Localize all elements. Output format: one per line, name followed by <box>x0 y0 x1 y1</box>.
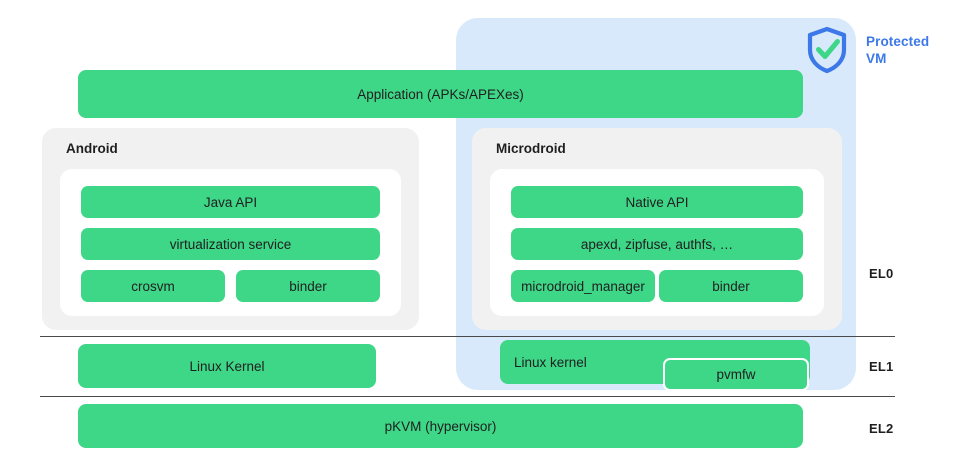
divider-el1-el2 <box>40 396 895 397</box>
application-block: Application (APKs/APEXes) <box>78 70 803 118</box>
android-block-java-api: Java API <box>81 186 380 218</box>
android-title: Android <box>66 141 118 156</box>
pvmfw-block: pvmfw <box>663 358 809 391</box>
android-block-virtualization-service: virtualization service <box>81 228 380 260</box>
microdroid-panel: Microdroid Native API apexd, zipfuse, au… <box>472 128 842 330</box>
microdroid-block-binder: binder <box>659 270 803 302</box>
android-block-binder: binder <box>236 270 380 302</box>
pkvm-hypervisor-block: pKVM (hypervisor) <box>78 404 803 448</box>
divider-el0-el1 <box>40 336 895 337</box>
microdroid-title: Microdroid <box>496 141 566 156</box>
microdroid-block-native-api: Native API <box>511 186 803 218</box>
android-inner-panel: Java API virtualization service crosvm b… <box>60 169 401 316</box>
microdroid-inner-panel: Native API apexd, zipfuse, authfs, … mic… <box>490 169 824 316</box>
microdroid-block-apexd: apexd, zipfuse, authfs, … <box>511 228 803 260</box>
android-panel: Android Java API virtualization service … <box>42 128 419 330</box>
android-block-crosvm: crosvm <box>81 270 225 302</box>
protected-vm-label: Protected VM <box>866 34 930 66</box>
exception-level-el1-label: EL1 <box>869 359 894 374</box>
linux-kernel-android-block: Linux Kernel <box>78 344 376 388</box>
exception-level-el0-label: EL0 <box>869 266 894 281</box>
microdroid-block-microdroid-manager: microdroid_manager <box>511 270 655 302</box>
shield-check-icon <box>805 26 849 74</box>
exception-level-el2-label: EL2 <box>869 421 894 436</box>
